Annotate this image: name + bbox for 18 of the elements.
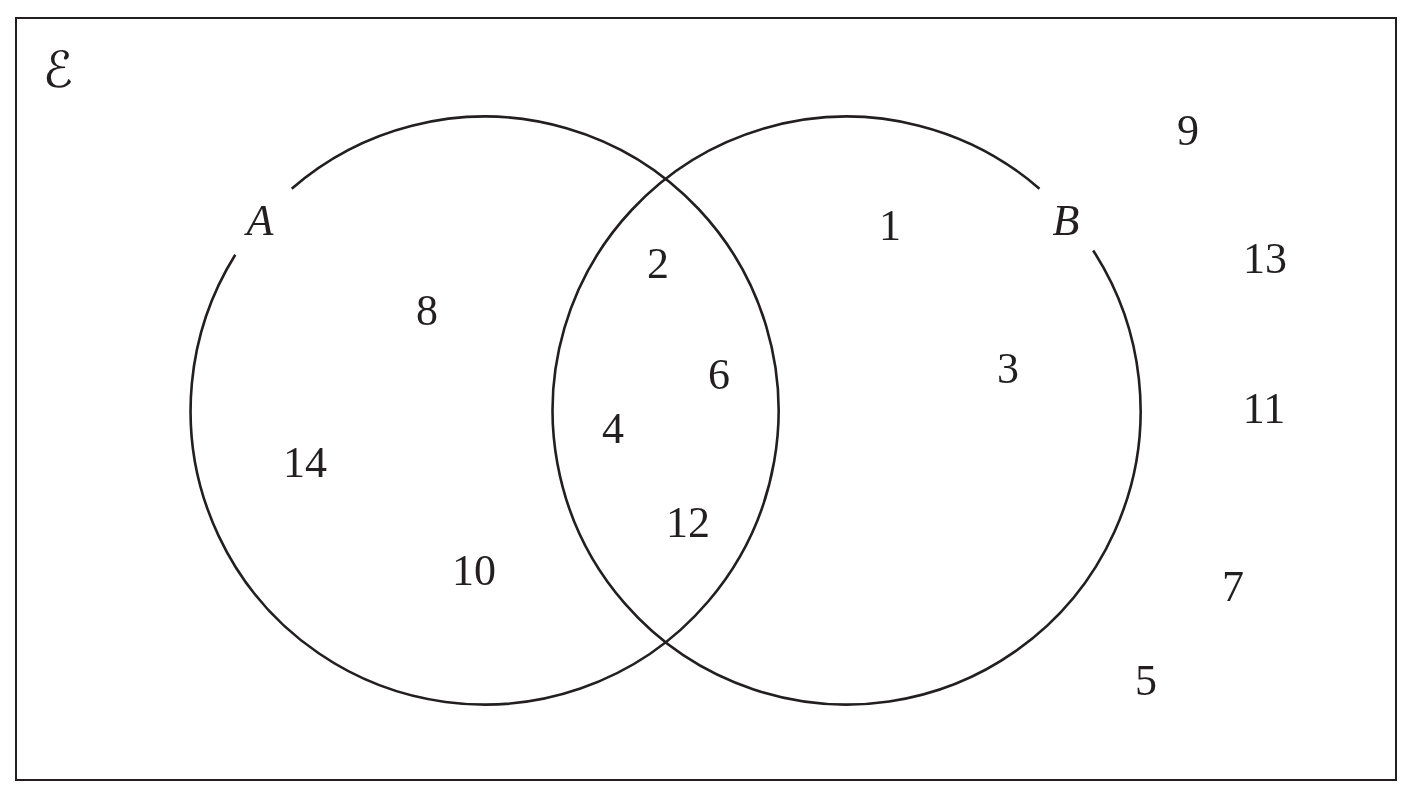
element-number: 14: [283, 441, 327, 485]
element-number: 10: [452, 549, 496, 593]
element-number: 11: [1242, 387, 1286, 431]
element-number: 13: [1243, 237, 1287, 281]
element-number: 8: [416, 289, 438, 333]
universal-set-symbol: ℰ: [42, 45, 74, 95]
element-number: 3: [997, 347, 1019, 391]
element-number: 9: [1177, 109, 1199, 153]
element-number: 1: [879, 204, 901, 248]
set-name: B: [1052, 199, 1080, 243]
universal-set-box: [15, 17, 1397, 781]
element-number: 6: [708, 353, 730, 397]
set-name: A: [246, 199, 274, 243]
element-number: 5: [1135, 659, 1157, 703]
element-number: 7: [1222, 565, 1244, 609]
element-number: 4: [602, 407, 624, 451]
element-number: 2: [647, 242, 669, 286]
element-number: 12: [666, 501, 710, 545]
